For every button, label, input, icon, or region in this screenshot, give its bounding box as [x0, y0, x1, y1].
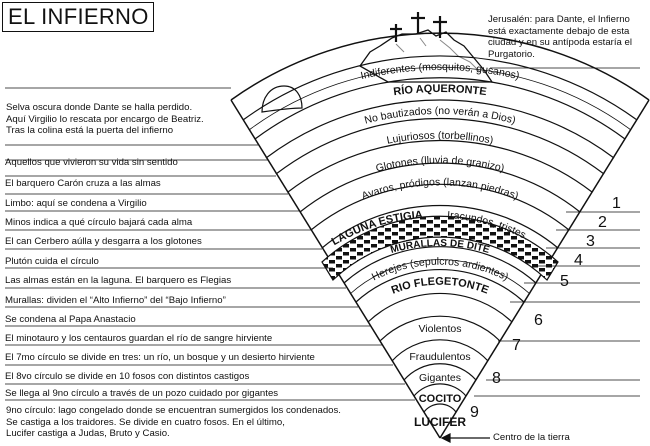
ring-gigantes: Gigantes [419, 372, 461, 384]
river-lines [248, 66, 632, 295]
circle-number-6: 6 [534, 312, 543, 329]
row-label-septimo: El 7mo círculo se divide en tres: un río… [5, 352, 315, 363]
row-label-minos: Minos indica a qué círculo bajará cada a… [5, 217, 193, 228]
ring-glotones: Glotones (lluvia de granizo) [374, 154, 505, 174]
label-leader-lines [5, 67, 640, 401]
row-label-gigantes: Se llega al 9no círculo a través de un p… [5, 388, 279, 399]
walls-of-dis [321, 215, 559, 281]
row-label-indiferentes: Aquellos que vivieron su vida sin sentid… [5, 157, 178, 168]
note-line: Tras la colina está la puerta del infier… [6, 125, 174, 137]
circle-number-3: 3 [586, 233, 595, 250]
dark-forest-hill [261, 85, 303, 113]
cross-icon [433, 16, 447, 38]
circle-number-2: 2 [598, 214, 607, 231]
ring-avaros: Avaros, pródigos (lanzan piedras) [360, 176, 520, 202]
ring-lucifer: LUCIFER [414, 415, 466, 429]
note-line: Selva oscura donde Dante se halla perdid… [6, 102, 193, 113]
cross-icon [411, 12, 425, 34]
center-of-earth-label: Centro de la tierra [493, 432, 570, 443]
note-line: Lucifer castiga a Judas, Bruto y Casio. [6, 428, 170, 440]
row-label-flegias: Las almas están en la laguna. El barquer… [5, 275, 232, 286]
row-label-murallas: Murallas: dividen el “Alto Infierno” del… [5, 295, 226, 306]
row-label-minotauro: El minotauro y los centauros guardan el … [5, 333, 273, 344]
row-label-pluton: Plutón cuida el círculo [5, 256, 99, 267]
center-arrow [440, 433, 490, 443]
page-title: EL INFIERNO [2, 2, 154, 32]
jerusalem-note: Jerusalén: para Dante, el Infierno está … [488, 14, 633, 60]
ring-cocito: COCITO [419, 393, 462, 405]
note-line: Se castiga a los traidores. Se divide en… [6, 416, 285, 428]
ring-violentos: Violentos [418, 323, 461, 335]
cross-icon [390, 24, 402, 42]
row-label-caron: El barquero Carón cruza a las almas [5, 178, 161, 189]
circle-number-7: 7 [512, 337, 521, 354]
row-label-octavo: El 8vo círculo se divide en 10 fosos con… [5, 371, 250, 382]
row-label-cerbero: El can Cerbero aúlla y desgarra a los gl… [5, 236, 202, 247]
circle-number-4: 4 [574, 252, 583, 269]
circle-number-1: 1 [612, 195, 621, 212]
ring-rio-aqueronte: RÍO AQUERONTE [393, 83, 488, 98]
circle-number-5: 5 [560, 273, 569, 290]
circle-number-8: 8 [492, 370, 501, 387]
circle-number-9: 9 [470, 404, 479, 421]
row-label-anastacio: Se condena al Papa Anastacio [5, 314, 136, 325]
ring-fraudulentos: Fraudulentos [409, 351, 470, 363]
circle-dividers [474, 211, 640, 397]
note-line: Aquí Virgilio lo rescata por encargo de … [6, 113, 204, 125]
dark-forest-note: Selva oscura donde Dante se halla perdid… [6, 102, 204, 137]
ninth-circle-note: 9no círculo: lago congelado donde se enc… [6, 405, 341, 440]
row-label-limbo: Limbo: aquí se condena a Virgilio [5, 198, 147, 209]
note-line: 9no círculo: lago congelado donde se enc… [6, 405, 341, 416]
ring-lujuriosos: Lujuriosos (torbellinos) [386, 130, 495, 147]
